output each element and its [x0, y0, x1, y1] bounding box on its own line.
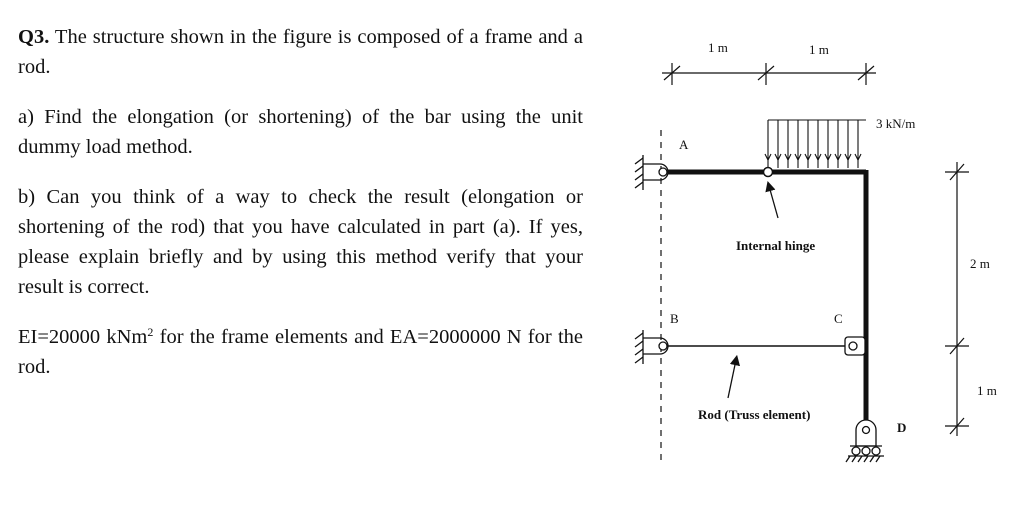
ei-exponent: 2	[147, 325, 154, 339]
rod-label: Rod (Truss element)	[698, 407, 810, 422]
connection-c	[844, 336, 866, 356]
hinge-arrow	[765, 180, 779, 219]
dim-top-left: 1 m	[708, 40, 728, 55]
dim-right-upper: 2 m	[970, 256, 990, 271]
properties-text: EI=20000 kNm2 for the frame elements and…	[18, 322, 583, 382]
node-b-label: B	[670, 311, 679, 326]
load-label: 3 kN/m	[876, 116, 915, 131]
support-d	[845, 419, 884, 463]
question-number: Q3.	[18, 26, 50, 48]
node-d-label: D	[897, 420, 906, 435]
frame	[668, 169, 869, 425]
rod-arrow	[727, 354, 741, 399]
internal-hinge	[762, 166, 774, 178]
right-dimension	[945, 162, 969, 436]
node-c-label: C	[834, 311, 843, 326]
ei-value: EI=20000 kNm	[18, 326, 148, 348]
distributed-load	[764, 119, 866, 168]
dim-right-lower: 1 m	[977, 383, 997, 398]
question-text: Q3. The structure shown in the figure is…	[18, 22, 583, 402]
properties-rest: for the frame elements and EA=2000000 N …	[18, 326, 583, 378]
intro-text: The structure shown in the figure is com…	[18, 26, 583, 78]
question-intro: Q3. The structure shown in the figure is…	[18, 22, 583, 82]
top-dimension	[662, 63, 876, 85]
part-b-text: b) Can you think of a way to check the r…	[18, 186, 583, 298]
hinge-label: Internal hinge	[736, 238, 815, 253]
structure-figure: 1 m 1 m 3 kN/m A Internal hinge	[634, 40, 997, 465]
support-a	[634, 155, 669, 190]
part-a-text: a) Find the elongation (or shortening) o…	[18, 106, 583, 158]
node-a-label: A	[679, 137, 689, 152]
dim-top-right: 1 m	[809, 42, 829, 57]
support-b	[634, 330, 669, 364]
